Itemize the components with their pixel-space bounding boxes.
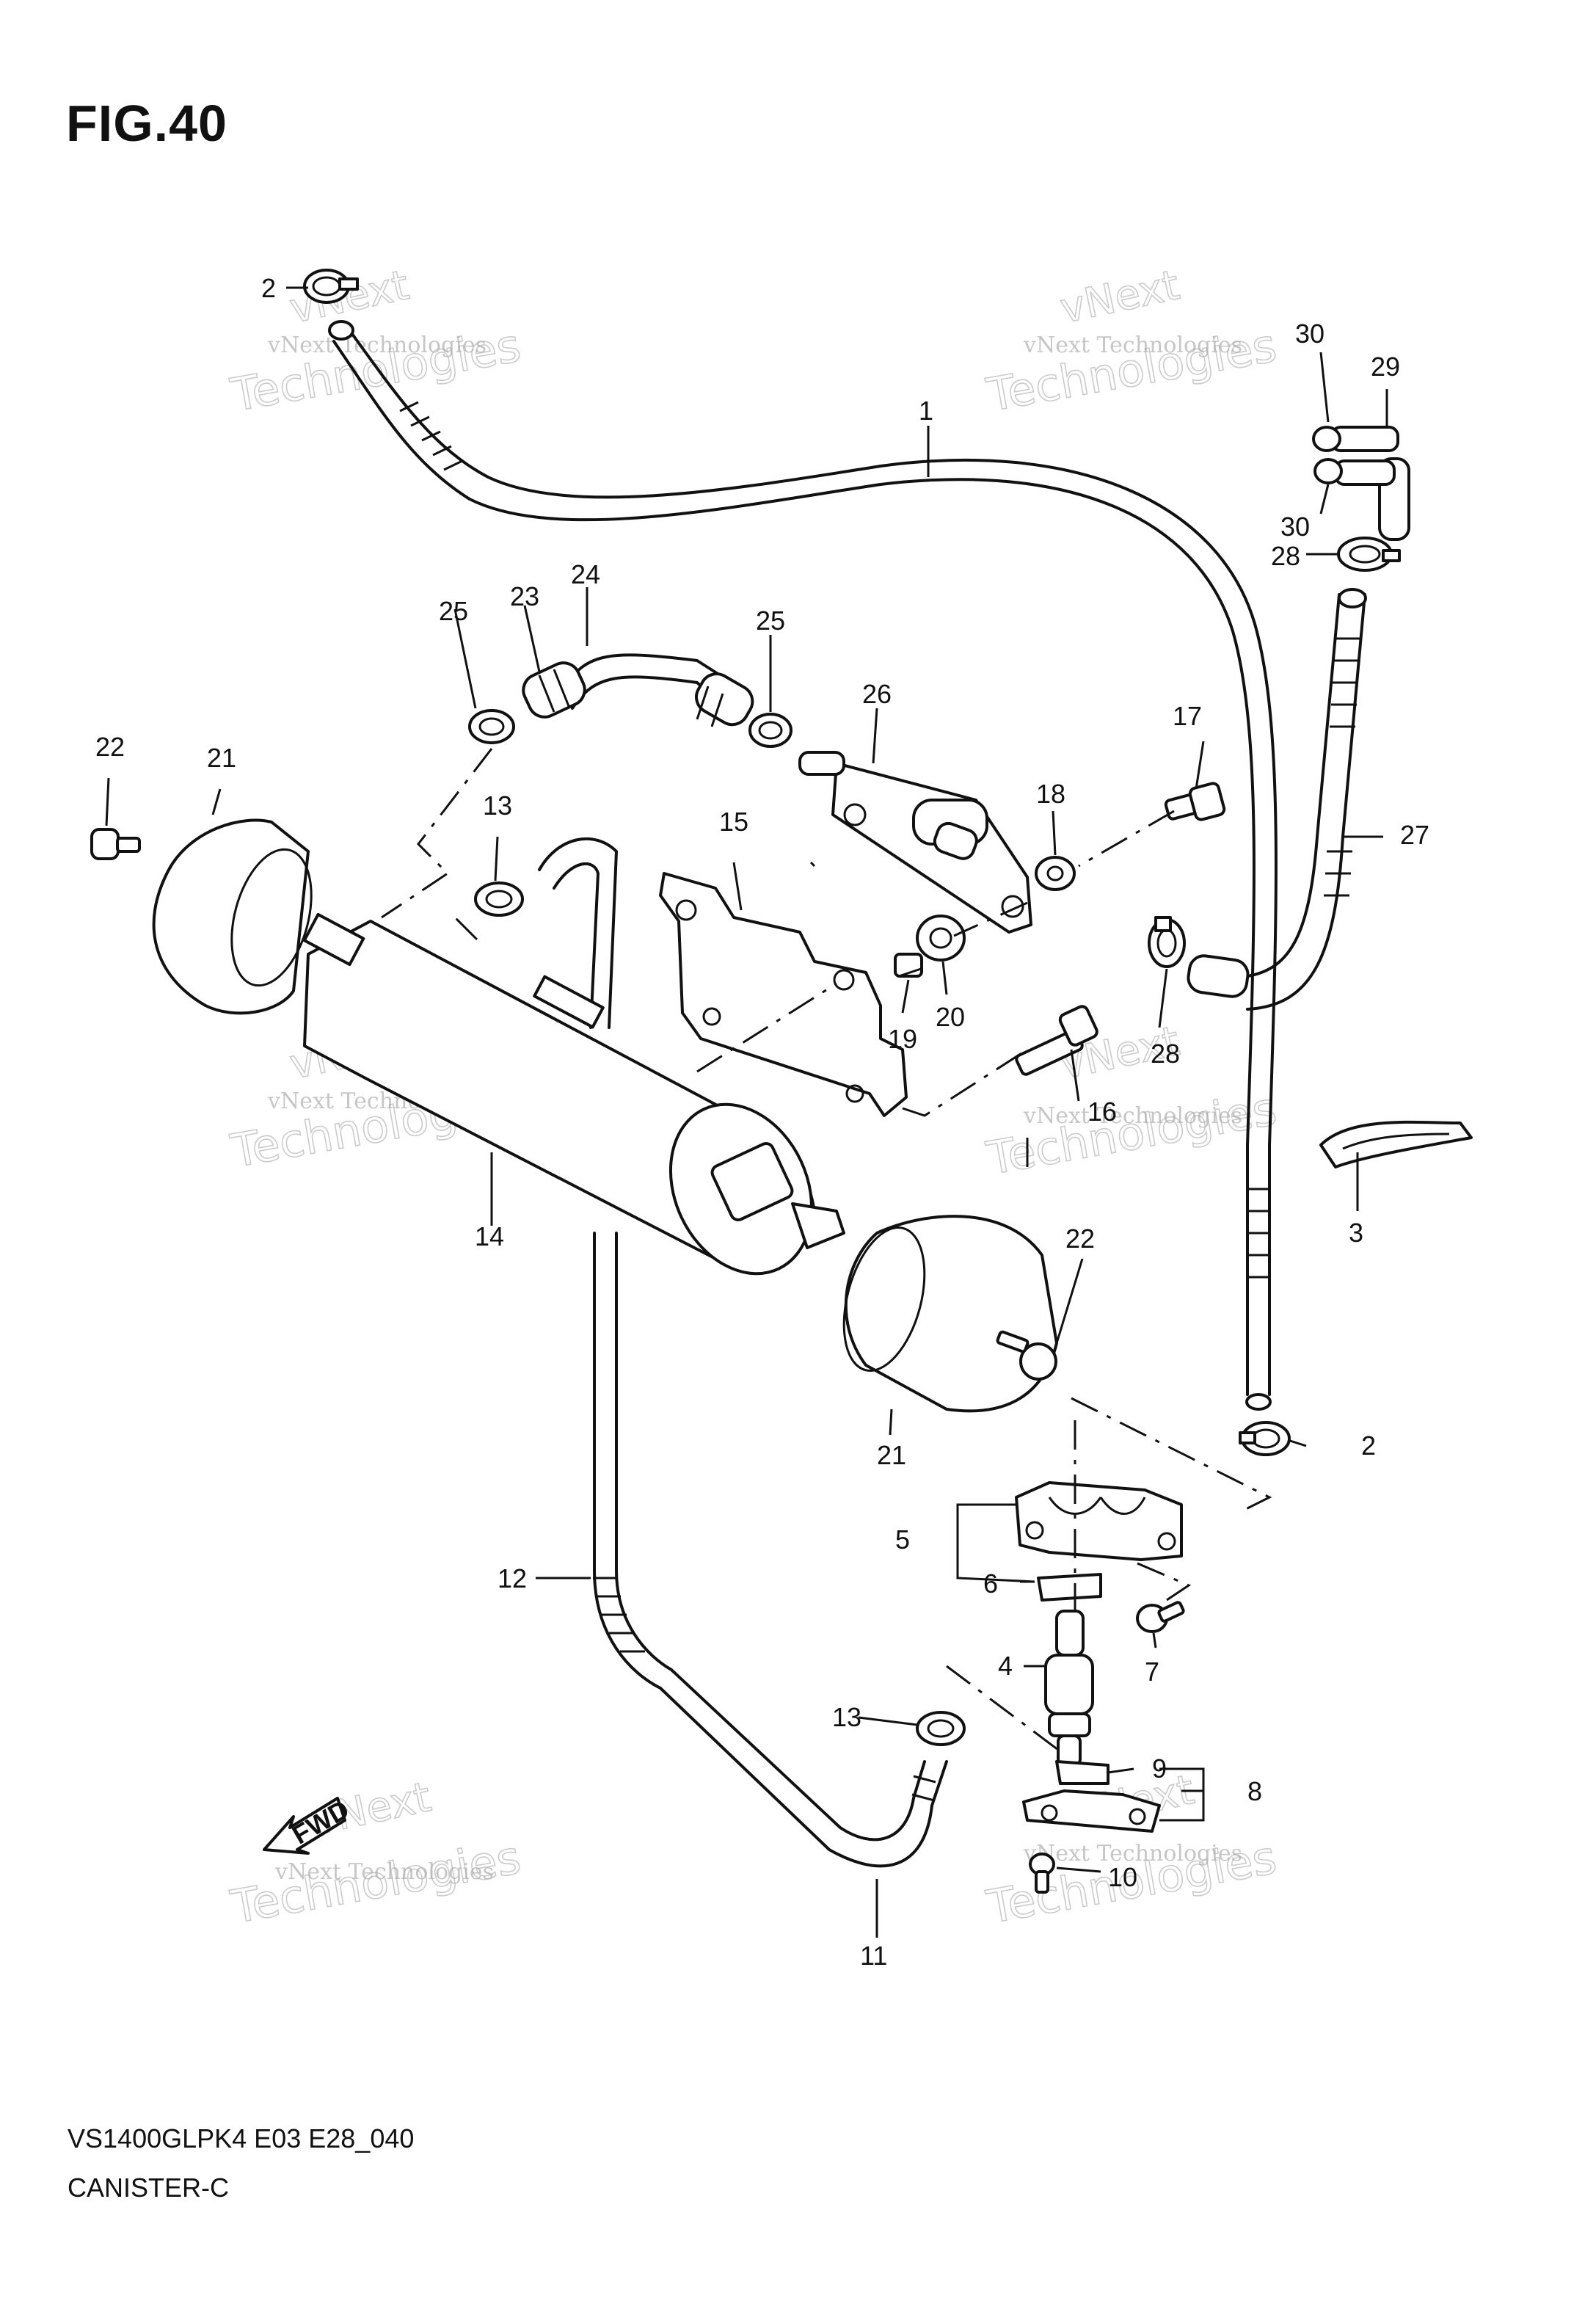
part-22-screw-right — [996, 1330, 1057, 1381]
svg-text:vNext Technologies: vNext Technologies — [1023, 1841, 1242, 1866]
callout-27: 27 — [1400, 820, 1429, 850]
part-17-bolt — [1164, 782, 1226, 821]
callout-19: 19 — [888, 1024, 917, 1054]
part-3-bracket — [1319, 1120, 1473, 1168]
callouts: 1 2 2 3 4 5 6 7 8 9 10 11 12 13 13 14 15… — [95, 273, 1429, 1971]
part-13-clamp-lower — [916, 1711, 966, 1746]
callout-11: 11 — [860, 1941, 887, 1971]
callout-7: 7 — [1145, 1657, 1159, 1687]
callout-21-left: 21 — [207, 743, 236, 773]
callout-29: 29 — [1371, 352, 1400, 382]
part-2-clamp-right — [1239, 1421, 1291, 1456]
part-8-bracket — [1022, 1789, 1161, 1833]
part-25-clamp-left — [468, 709, 515, 744]
callout-1: 1 — [919, 396, 933, 426]
part-26-valve — [798, 751, 1032, 934]
part-13-elbow-upper — [538, 837, 618, 1029]
part-4-valve — [1044, 1610, 1094, 1767]
callout-2-right: 2 — [1361, 1431, 1376, 1461]
leader-lines — [105, 286, 1388, 1938]
svg-text:vNext Technologies: vNext Technologies — [1023, 1103, 1242, 1129]
callout-3: 3 — [1349, 1218, 1363, 1248]
callout-22-right: 22 — [1065, 1224, 1095, 1254]
callout-16: 16 — [1087, 1097, 1117, 1127]
callout-28-top: 28 — [1271, 541, 1300, 571]
part-28-clamp-lower — [1148, 916, 1186, 968]
callout-10: 10 — [1108, 1862, 1137, 1892]
callout-25-left: 25 — [439, 596, 468, 626]
callout-30-upper: 30 — [1295, 319, 1324, 349]
svg-text:vNext Technologies: vNext Technologies — [1023, 332, 1242, 358]
part-21-end-cap-left — [152, 818, 313, 1015]
part-22-screw-left — [90, 828, 141, 860]
callout-14: 14 — [475, 1221, 504, 1251]
part-30-cap-lower — [1313, 458, 1343, 484]
callout-17: 17 — [1173, 701, 1202, 731]
callout-13-upper: 13 — [483, 790, 512, 821]
callout-26: 26 — [862, 679, 892, 709]
part-6-clamp — [1037, 1573, 1102, 1602]
callout-5: 5 — [895, 1524, 910, 1555]
part-9-cushion — [1055, 1760, 1109, 1785]
callout-15: 15 — [719, 807, 748, 837]
watermark-top-right: vNext vNext Technologies Technologies — [982, 261, 1280, 422]
svg-text:vNext: vNext — [1056, 261, 1184, 333]
callout-13-lower: 13 — [832, 1702, 861, 1732]
callout-9: 9 — [1152, 1753, 1167, 1784]
part-28-clamp-top — [1337, 537, 1401, 572]
part-2-clamp-top — [303, 269, 359, 304]
callout-30-lower: 30 — [1280, 512, 1310, 542]
part-7-screw — [1136, 1601, 1185, 1633]
callout-20: 20 — [936, 1002, 965, 1032]
section-name: CANISTER-C — [68, 2173, 230, 2203]
callout-18: 18 — [1036, 779, 1065, 809]
part-5-bracket — [1015, 1481, 1183, 1561]
part-20-grommet — [916, 915, 966, 961]
part-23-joint-right — [695, 672, 754, 727]
callout-22-left: 22 — [95, 732, 125, 762]
callout-2-top: 2 — [261, 273, 276, 303]
part-10-screw — [1029, 1853, 1055, 1894]
watermark-bottom-right: vNext vNext Technologies Technologies — [982, 1765, 1280, 1934]
callout-21-right: 21 — [877, 1440, 906, 1470]
callout-25-right: 25 — [756, 606, 785, 636]
watermark-bottom-left: vNext vNext Technologies Technologies — [226, 1773, 525, 1934]
alignment-lines — [381, 748, 1272, 1756]
part-15-plate — [659, 872, 908, 1117]
part-23-joint — [522, 661, 586, 719]
svg-text:vNext Technologies: vNext Technologies — [274, 1859, 494, 1885]
callout-24: 24 — [571, 559, 600, 589]
part-30-cap-upper — [1312, 426, 1341, 452]
part-1-hose — [328, 320, 1278, 1411]
part-25-clamp-right — [748, 713, 792, 748]
part-27-hose — [1187, 588, 1367, 1011]
model-code: VS1400GLPK4 E03 E28_040 — [68, 2123, 415, 2153]
part-21-end-cap-right — [842, 1215, 1058, 1413]
callout-28-lower: 28 — [1151, 1039, 1180, 1069]
figure-title: FIG.40 — [66, 95, 227, 152]
part-13-clamp-upper — [474, 881, 524, 917]
svg-text:Technologies: Technologies — [983, 1082, 1280, 1185]
callout-23: 23 — [510, 581, 539, 611]
part-18-washer — [1035, 856, 1076, 891]
part-12-hose — [593, 1232, 673, 1690]
svg-text:vNext Technologies: vNext Technologies — [267, 332, 487, 358]
part-11-hose — [659, 1668, 948, 1868]
callout-12: 12 — [498, 1563, 527, 1593]
part-14-canister — [302, 912, 845, 1276]
callout-8: 8 — [1247, 1776, 1262, 1806]
part-29-tee-joint — [1330, 426, 1410, 541]
callout-6: 6 — [983, 1568, 998, 1599]
callout-4: 4 — [998, 1651, 1013, 1681]
part-16-bolt — [1015, 1005, 1098, 1076]
